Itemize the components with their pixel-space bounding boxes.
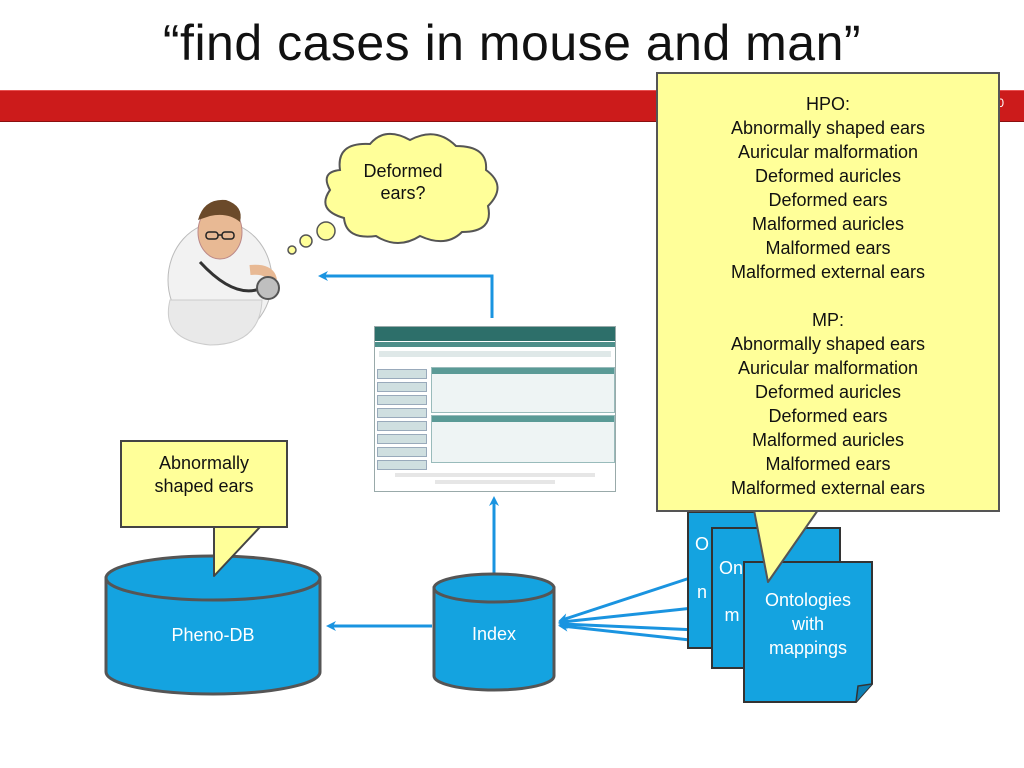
- doctor-figure: [167, 199, 280, 346]
- hpo-term: Deformed ears: [768, 190, 888, 210]
- doc-middle-text-1: On: [718, 558, 743, 578]
- callout-abnormally-shaped-ears: Abnormally shaped ears: [120, 440, 288, 528]
- thought-line-2: ears?: [380, 183, 426, 203]
- thought-line-1: Deformed: [363, 161, 443, 181]
- screenshot-topbar: [375, 327, 615, 341]
- pheno-db-cylinder: [104, 554, 322, 696]
- callout-synonym-list: HPO: Abnormally shaped ears Auricular ma…: [656, 72, 1000, 512]
- screenshot-menubar: [375, 342, 615, 347]
- screenshot-sidebar: [377, 369, 427, 473]
- doc-back-text-1: O: [694, 534, 709, 554]
- arrow-screenshot-to-doctor: [318, 271, 494, 318]
- pheno-db-label: Pheno-DB: [171, 625, 255, 645]
- web-app-screenshot: [374, 326, 616, 492]
- hpo-term: Abnormally shaped ears: [730, 118, 926, 138]
- hpo-header: HPO:: [805, 94, 850, 114]
- hpo-term: Malformed ears: [765, 238, 891, 258]
- ontology-doc-front: [743, 561, 873, 703]
- index-cylinder: [432, 572, 556, 692]
- hpo-term: Auricular malformation: [737, 142, 919, 162]
- screenshot-footer-line-2: [435, 480, 555, 484]
- thought-bubble: [287, 133, 499, 255]
- mp-term: Abnormally shaped ears: [730, 334, 926, 354]
- callout-left-tail: [213, 526, 261, 577]
- mp-term: Deformed ears: [768, 406, 888, 426]
- callout-left-line-1: Abnormally: [158, 453, 250, 473]
- mp-term: Malformed external ears: [730, 478, 926, 498]
- doc-middle-text-2: m: [724, 605, 740, 625]
- index-label: Index: [471, 624, 517, 644]
- mp-term: Malformed ears: [765, 454, 891, 474]
- doc-back-text-2: n: [696, 582, 707, 602]
- slide-title: “find cases in mouse and man”: [162, 15, 862, 71]
- slide-number: 0: [997, 96, 1004, 110]
- screenshot-panel-bottom: [431, 415, 615, 463]
- spacer: [658, 284, 998, 308]
- screenshot-footer-line: [395, 473, 595, 477]
- doc-front-text: Ontologies with mappings: [744, 588, 872, 660]
- mp-term: Auricular malformation: [737, 358, 919, 378]
- hpo-term: Deformed auricles: [754, 166, 902, 186]
- mp-term: Deformed auricles: [754, 382, 902, 402]
- doc-front-line-3: mappings: [768, 638, 848, 658]
- callout-left-line-2: shaped ears: [154, 476, 254, 496]
- screenshot-panel-top: [431, 367, 615, 413]
- hpo-term: Malformed external ears: [730, 262, 926, 282]
- thought-bubble-text: Deformed ears?: [340, 160, 466, 204]
- doc-front-line-2: with: [791, 614, 824, 634]
- callout-right-tail: [753, 509, 819, 583]
- mp-term: Malformed auricles: [751, 430, 905, 450]
- hpo-term: Malformed auricles: [751, 214, 905, 234]
- screenshot-subtitle: [379, 351, 611, 357]
- doc-front-line-1: Ontologies: [764, 590, 852, 610]
- mp-header: MP:: [811, 310, 844, 330]
